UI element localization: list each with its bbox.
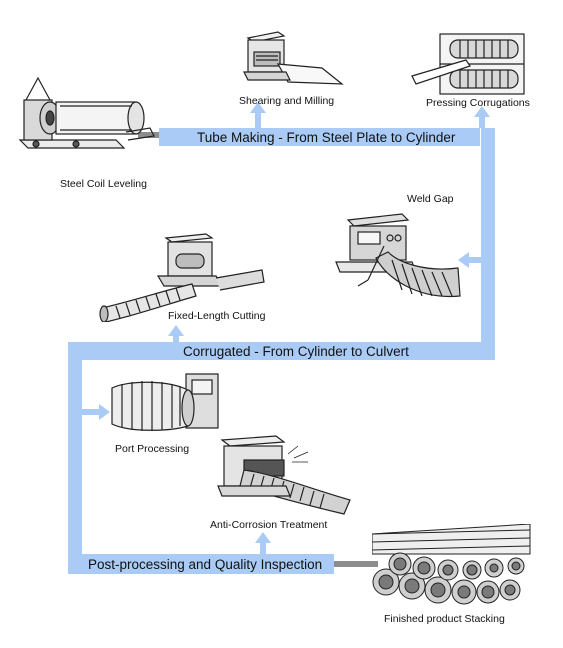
port-processing-illustration: [111, 373, 219, 431]
label-pressing-corrugations: Pressing Corrugations: [426, 97, 530, 109]
arrow-up-shearing: [250, 102, 266, 128]
band-corrugated: [68, 342, 495, 360]
band-left-vertical: [68, 342, 82, 574]
connector-coil-to-band: [138, 132, 160, 138]
connector-band-to-stacking: [334, 561, 378, 567]
band-tube-making: [159, 128, 480, 146]
band-title-corrugated: Corrugated - From Cylinder to Culvert: [183, 344, 409, 359]
arrow-left-weld: [458, 252, 481, 268]
arrow-up-anticorrosion: [255, 532, 271, 554]
band-title-tube-making: Tube Making - From Steel Plate to Cylind…: [197, 130, 456, 145]
steel-coil-leveling-illustration: [18, 76, 155, 149]
label-finished-stacking: Finished product Stacking: [384, 613, 505, 625]
shearing-milling-illustration: [243, 31, 344, 85]
label-weld-gap: Weld Gap: [407, 193, 454, 205]
label-shearing-milling: Shearing and Milling: [239, 95, 335, 107]
weld-gap-illustration: [335, 213, 461, 298]
fixed-length-cutting-illustration: [99, 233, 265, 322]
label-steel-coil-leveling: Steel Coil Leveling: [60, 178, 147, 190]
finished-stacking-illustration: [372, 524, 531, 605]
pressing-corrugations-illustration: [411, 33, 525, 95]
band-right-vertical: [481, 128, 495, 360]
band-post-processing: [68, 554, 334, 574]
label-port-processing: Port Processing: [115, 443, 190, 455]
band-title-post-processing: Post-processing and Quality Inspection: [88, 557, 323, 572]
label-fixed-length-cutting: Fixed-Length Cutting: [168, 310, 266, 322]
anti-corrosion-illustration: [217, 435, 351, 515]
arrow-up-cutting: [168, 325, 184, 342]
label-anti-corrosion: Anti-Corrosion Treatment: [210, 519, 328, 531]
arrow-right-port: [82, 404, 110, 420]
arrow-up-pressing: [474, 106, 490, 128]
